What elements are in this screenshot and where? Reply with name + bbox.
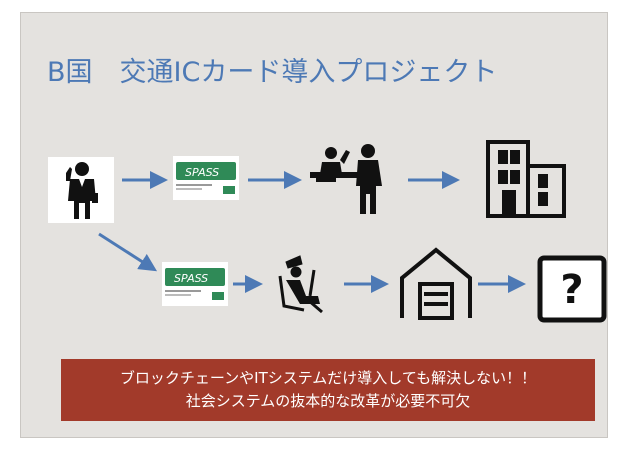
conclusion-banner: ブロックチェーンやITシステムだけ導入しても解決しない！！ 社会システムの抜本的… [61, 359, 595, 421]
page-title: B国 交通ICカード導入プロジェクト [47, 57, 498, 88]
question-mark-icon: ? [537, 255, 607, 323]
card-logo-text: SPASS [174, 272, 208, 285]
card-logo-text: SPASS [185, 166, 219, 179]
banner-line-1: ブロックチェーンやITシステムだけ導入しても解決しない！！ [119, 369, 537, 387]
ic-card-icon: SPASS [162, 262, 228, 306]
flow-arrows [98, 171, 526, 293]
driver-icon [278, 255, 323, 314]
businessman-icon [48, 157, 114, 223]
banner-line-2: 社会システムの抜本的な改革が必要不可欠 [185, 392, 471, 410]
service-counter-icon [310, 144, 382, 214]
garage-icon [400, 247, 472, 320]
question-glyph: ? [560, 267, 583, 313]
building-icon [486, 140, 566, 218]
arrow [98, 232, 158, 272]
ic-card-icon: SPASS [173, 156, 239, 200]
